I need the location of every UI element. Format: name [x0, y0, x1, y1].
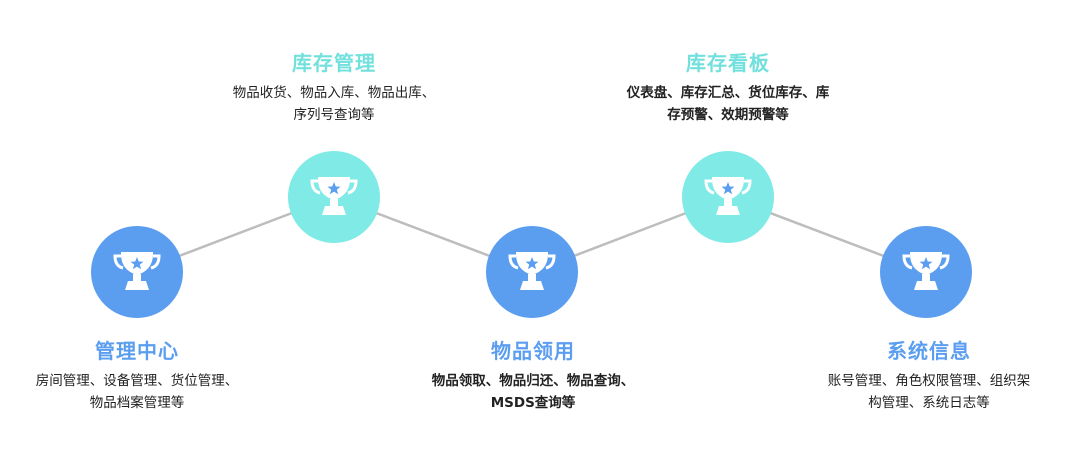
trophy-star-icon [310, 177, 358, 215]
module-management-center: 管理中心 房间管理、设备管理、货位管理、 物品档案管理等 [0, 338, 274, 414]
module-description: 房间管理、设备管理、货位管理、 物品档案管理等 [0, 370, 274, 414]
module-item-requisition: 物品领用 物品领取、物品归还、物品查询、 MSDS查询等 [388, 338, 678, 414]
module-description: 仪表盘、库存汇总、货位库存、库 存预警、效期预警等 [586, 82, 870, 126]
node-system-info [880, 226, 972, 318]
node-inventory-dashboard [682, 151, 774, 243]
description-line: 账号管理、角色权限管理、组织架 [827, 373, 1031, 389]
module-inventory-management: 库存管理 物品收货、物品入库、物品出库、 序列号查询等 [187, 50, 481, 126]
module-description: 物品收货、物品入库、物品出库、 序列号查询等 [187, 82, 481, 126]
module-description: 账号管理、角色权限管理、组织架 构管理、系统日志等 [790, 370, 1068, 414]
node-item-requisition [486, 226, 578, 318]
node-management-center [91, 226, 183, 318]
trophy-star-icon [508, 252, 556, 290]
description-line: 物品领取、物品归还、物品查询、 [431, 373, 635, 389]
module-title: 物品领用 [491, 339, 575, 363]
module-description: 物品领取、物品归还、物品查询、 MSDS查询等 [388, 370, 678, 414]
module-inventory-dashboard: 库存看板 仪表盘、库存汇总、货位库存、库 存预警、效期预警等 [586, 50, 870, 126]
module-system-info: 系统信息 账号管理、角色权限管理、组织架 构管理、系统日志等 [790, 338, 1068, 414]
description-line: MSDS查询等 [490, 395, 576, 411]
description-line: 仪表盘、库存汇总、货位库存、库 [626, 85, 830, 101]
module-title: 库存看板 [686, 51, 770, 75]
trophy-star-icon [704, 177, 752, 215]
description-line: 序列号查询等 [293, 107, 375, 123]
node-inventory-management [288, 151, 380, 243]
description-line: 房间管理、设备管理、货位管理、 [35, 373, 239, 389]
description-line: 物品档案管理等 [89, 395, 185, 411]
module-title: 库存管理 [292, 51, 376, 75]
trophy-star-icon [113, 252, 161, 290]
description-line: 存预警、效期预警等 [667, 107, 789, 123]
module-title: 管理中心 [95, 339, 179, 363]
module-title: 系统信息 [887, 339, 971, 363]
description-line: 构管理、系统日志等 [868, 395, 990, 411]
description-line: 物品收货、物品入库、物品出库、 [232, 85, 436, 101]
trophy-star-icon [902, 252, 950, 290]
